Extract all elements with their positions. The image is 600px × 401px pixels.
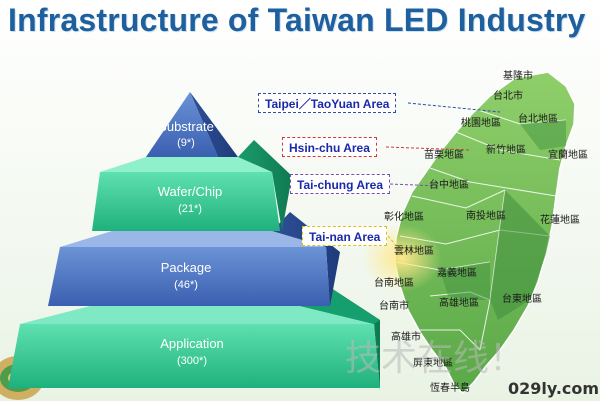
label-kaohsiung-city: 高雄市 [391, 330, 421, 343]
label-taitung: 台東地區 [502, 292, 542, 305]
label-tainan-area: 台南地區 [374, 276, 414, 289]
area-leader-lines [385, 102, 501, 256]
area-tainan: Tai-nan Area [302, 226, 388, 246]
pyramid-tier-package [48, 212, 340, 306]
area-taipei-taoyuan: Taipei／TaoYuan Area [258, 93, 397, 113]
label-keelung: 基隆市 [503, 69, 533, 82]
tier-name-wafer-chip: Wafer/Chip [158, 184, 223, 199]
watermark-url: 029ly.com [508, 379, 599, 398]
label-hsinchu: 新竹地區 [486, 143, 526, 156]
taiwan-island [394, 71, 576, 395]
area-taichung: Tai-chung Area [290, 174, 391, 194]
label-miaoli: 苗栗地區 [424, 148, 464, 161]
label-changhua: 彰化地區 [384, 210, 424, 223]
label-taoyuan: 桃園地區 [461, 116, 501, 129]
pyramid: Substrate (9*) Wafer/Chip (21*) Package … [8, 92, 380, 390]
pyramid-tier-application [8, 282, 380, 390]
label-kaohsiung-area: 高雄地區 [439, 296, 479, 309]
watermark-cn: 技术在线！ [345, 338, 525, 379]
label-taipei-city: 台北市 [493, 89, 523, 102]
page-title: Infrastructure of Taiwan LED Industry [8, 2, 586, 38]
tier-count-package: (46*) [174, 279, 198, 291]
tier-count-substrate: (9*) [177, 137, 195, 149]
label-pingtung: 屏東地區 [413, 356, 453, 369]
label-taichung: 台中地區 [429, 178, 469, 191]
tier-count-wafer-chip: (21*) [178, 203, 202, 215]
pyramid-tier-wafer-chip [92, 140, 292, 231]
label-hualien: 花蓮地區 [540, 213, 580, 226]
map-labels: 基隆市 台北市 桃園地區 台北地區 新竹地區 苗栗地區 宜蘭地區 台中地區 彰化… [374, 69, 588, 394]
tier-name-substrate: Substrate [158, 119, 214, 134]
label-taipei-county: 台北地區 [518, 112, 558, 125]
label-tainan-city: 台南市 [379, 299, 409, 312]
label-yilan: 宜蘭地區 [548, 148, 588, 161]
pyramid-tier-substrate [146, 92, 238, 157]
label-yunlin: 雲林地區 [394, 244, 434, 257]
area-hsinchu: Hsin-chu Area [282, 137, 377, 157]
tier-name-application: Application [160, 336, 224, 351]
tier-name-package: Package [161, 260, 212, 275]
tier-count-application: (300*) [177, 355, 207, 367]
label-nantou: 南投地區 [466, 209, 506, 222]
label-hengchun: 恆春半島 [430, 381, 470, 394]
label-chiayi: 嘉義地區 [437, 266, 477, 279]
taiwan-map [362, 71, 576, 395]
